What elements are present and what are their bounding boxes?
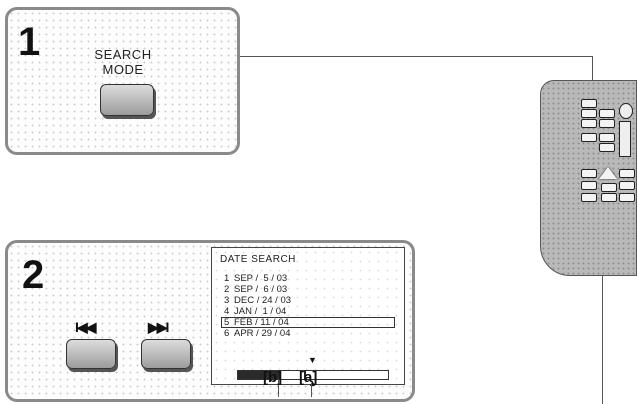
target-up-marker: ▲ (308, 378, 317, 388)
search-mode-button[interactable] (100, 84, 154, 116)
remote-round-button (619, 103, 633, 119)
date-list-item-number: 5 (224, 317, 230, 328)
skip-previous-button[interactable] (66, 339, 116, 369)
step-2-number: 2 (22, 253, 45, 297)
date-list-item-number: 4 (224, 306, 230, 317)
date-list-item: 2 SEP / 6 / 03 (224, 285, 287, 295)
search-mode-label-line1: SEARCH (94, 47, 152, 62)
remote-key (581, 109, 597, 118)
remote-control-icon (540, 80, 637, 276)
remote-key (581, 99, 597, 108)
remote-play-key (599, 167, 617, 179)
remote-key (619, 181, 635, 190)
date-list-item-date: SEP / 5 / 03 (234, 273, 288, 284)
date-list-item: 4 JAN / 1 / 04 (224, 307, 286, 317)
remote-key (581, 133, 597, 142)
date-list-item-date: FEB / 11 / 04 (234, 317, 289, 328)
selected-row-highlight (221, 317, 395, 328)
remote-key (619, 169, 635, 178)
date-list-item-date: DEC / 24 / 03 (234, 295, 292, 306)
search-mode-label: SEARCH MODE (83, 47, 163, 77)
remote-key (599, 109, 615, 118)
date-list-item-number: 6 (224, 328, 230, 339)
search-mode-label-line2: MODE (102, 62, 144, 77)
remote-key (581, 169, 597, 178)
date-list-item-number: 3 (224, 295, 230, 306)
remote-key (619, 193, 635, 202)
date-list-item-date: APR / 29 / 04 (234, 328, 291, 339)
remote-key (581, 119, 597, 128)
connector-step-1 (240, 56, 593, 87)
tape-position-bar (237, 370, 389, 380)
skip-next-button[interactable] (141, 339, 191, 369)
remote-key (601, 193, 617, 202)
screen-title: DATE SEARCH (220, 254, 296, 265)
remote-rocker (619, 121, 631, 157)
date-list-item-number: 1 (224, 273, 230, 284)
date-list-item: 6 APR / 29 / 04 (224, 329, 291, 339)
callout-b-leader (278, 379, 279, 397)
callout-b: [b] (263, 369, 283, 386)
date-list-item-date: SEP / 6 / 03 (234, 284, 288, 295)
remote-key (599, 133, 615, 142)
callout-a-leader (311, 383, 312, 397)
step-1-number: 1 (18, 20, 41, 64)
remote-key (581, 193, 597, 202)
skip-previous-icon: I◀◀ (75, 319, 96, 335)
date-list-item: 1 SEP / 5 / 03 (224, 274, 287, 284)
date-list-item: 3 DEC / 24 / 03 (224, 296, 291, 306)
connector-step-2 (415, 258, 603, 404)
current-position-tick (304, 370, 306, 380)
remote-key (601, 183, 617, 192)
date-list-item-number: 2 (224, 284, 230, 295)
date-list-item: 5 FEB / 11 / 04 (224, 318, 289, 328)
step-1-panel: 1 SEARCH MODE (5, 7, 240, 155)
callout-a: [a] (299, 369, 318, 386)
remote-key (599, 119, 615, 128)
remote-key (599, 143, 615, 152)
remote-key (581, 181, 597, 190)
target-down-marker: ▼ (308, 355, 317, 365)
tape-position-fill (238, 371, 280, 379)
date-list-item-date: JAN / 1 / 04 (234, 306, 287, 317)
skip-next-icon: ▶▶I (148, 319, 169, 335)
